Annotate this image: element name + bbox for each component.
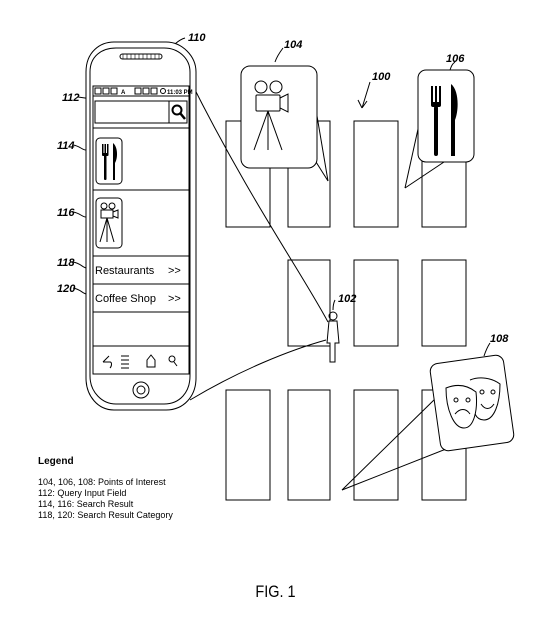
block (353, 120, 399, 228)
magnifier-icon (171, 104, 186, 120)
legend-row-query: 112: Query Input Field (38, 488, 127, 498)
film-camera-small-icon (99, 202, 119, 243)
category-coffee-chevron[interactable]: >> (168, 293, 181, 305)
fork-knife-small-icon (102, 143, 118, 180)
poi-film-box (240, 65, 318, 169)
home-icon[interactable] (146, 354, 156, 368)
figure-label: FIG. 1 (255, 582, 296, 601)
legend-row-poi: 104, 106, 108: Points of Interest (38, 477, 166, 487)
ref-category-2: 120 (57, 283, 76, 295)
block (225, 389, 271, 501)
block (287, 259, 331, 347)
poi-restaurant-box (417, 69, 475, 163)
legend: Legend 104, 106, 108: Points of Interest… (38, 456, 278, 521)
ref-poi-theater: 108 (490, 333, 509, 345)
block (353, 389, 399, 501)
projection-lines (189, 79, 329, 401)
ref-user: 102 (338, 293, 356, 305)
film-camera-icon (253, 80, 289, 151)
status-time: 11:03 PM (167, 90, 193, 96)
ref-poi-film: 104 (284, 39, 302, 51)
ref-system: 100 (372, 71, 391, 83)
screen (92, 85, 190, 375)
block (287, 389, 331, 501)
ref-query-field: 112 (62, 92, 80, 104)
ref-device: 110 (188, 32, 206, 44)
search-button[interactable] (168, 100, 188, 124)
category-restaurants-label[interactable]: Restaurants (95, 265, 155, 277)
legend-row-result: 114, 116: Search Result (38, 499, 134, 509)
result-restaurant-icon-box[interactable] (95, 137, 123, 185)
user-figure (326, 311, 340, 363)
poi-film-callout (240, 65, 329, 182)
category-restaurants-chevron[interactable]: >> (168, 265, 181, 277)
trackball[interactable] (132, 381, 150, 399)
poi-theater-callout (341, 354, 515, 491)
map-blocks (225, 120, 467, 501)
poi-theater-box (429, 354, 515, 452)
result-film-icon-box[interactable] (95, 197, 123, 249)
block (353, 259, 399, 347)
mobile-device (85, 41, 197, 411)
legend-row-category: 118, 120: Search Result Category (38, 510, 173, 520)
theater-masks-icon (445, 377, 501, 429)
menu-icon[interactable] (121, 355, 129, 369)
legend-title: Legend (38, 456, 74, 467)
poi-restaurant-callout (404, 69, 475, 189)
speaker-grille (119, 53, 163, 60)
status-letter: A (121, 90, 126, 96)
ref-category-1: 118 (57, 257, 75, 269)
ref-poi-restaurant: 106 (446, 53, 465, 65)
back-arrow-icon[interactable] (102, 355, 112, 369)
status-bar (92, 85, 190, 97)
category-coffee-label[interactable]: Coffee Shop (95, 293, 156, 305)
ref-result-film: 116 (57, 207, 75, 219)
search-icon[interactable] (168, 355, 178, 367)
fork-knife-icon (431, 84, 458, 156)
ref-result-restaurant: 114 (57, 140, 75, 152)
block (421, 259, 467, 347)
